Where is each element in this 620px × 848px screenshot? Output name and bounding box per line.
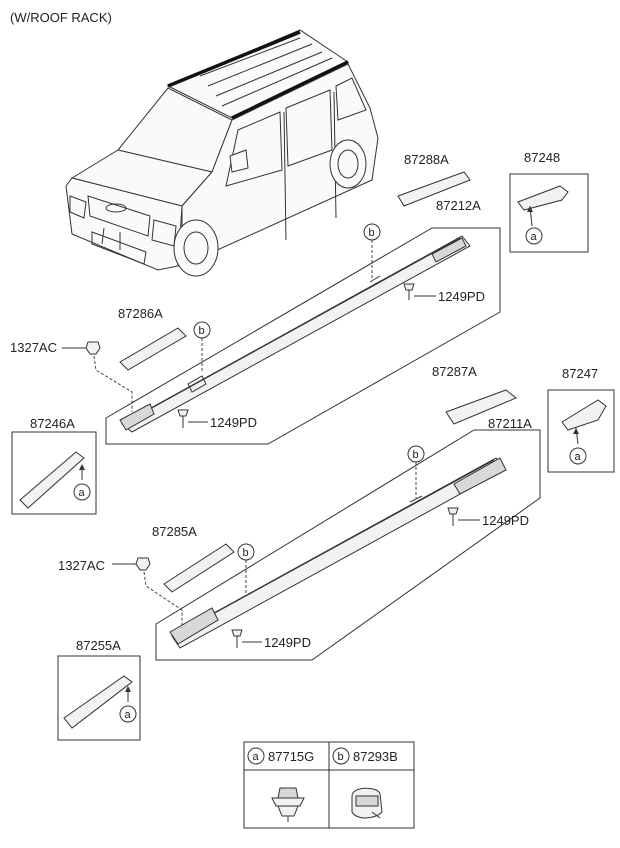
legend-part-a: 87715G bbox=[268, 749, 314, 764]
rail-assembly-box-upper bbox=[105, 227, 501, 445]
rail-cover-87285A bbox=[163, 543, 235, 593]
rail-cover-87288A bbox=[397, 171, 471, 207]
bolt-1249PD-4 bbox=[231, 629, 243, 648]
rail-cover-87286A bbox=[119, 327, 187, 371]
label-1327AC-2: 1327AC bbox=[58, 558, 105, 573]
callout-box-87248 bbox=[509, 173, 589, 253]
bolt-1249PD-2 bbox=[177, 409, 189, 428]
end-cap-87255A bbox=[63, 675, 133, 729]
marker-b-lower-right-letter: b bbox=[413, 449, 419, 461]
label-87286A: 87286A bbox=[118, 306, 163, 321]
nut-1327AC-1 bbox=[85, 341, 101, 355]
end-cap-87247 bbox=[561, 399, 607, 431]
label-1249PD-3: 1249PD bbox=[482, 513, 529, 528]
legend-marker-a bbox=[247, 747, 265, 765]
label-87285A: 87285A bbox=[152, 524, 197, 539]
label-87288A: 87288A bbox=[404, 152, 449, 167]
marker-a-87246A-letter: a bbox=[79, 487, 86, 499]
marker-a-87246A bbox=[73, 483, 91, 501]
label-87255A: 87255A bbox=[76, 638, 121, 653]
label-87247: 87247 bbox=[562, 366, 598, 381]
callout-box-87246A bbox=[11, 431, 97, 515]
marker-a-87247-letter: a bbox=[575, 451, 582, 463]
legend-part-b: 87293B bbox=[353, 749, 398, 764]
label-1249PD-1: 1249PD bbox=[438, 289, 485, 304]
roof-rail-upper bbox=[119, 235, 471, 433]
marker-a-87255A bbox=[119, 705, 137, 723]
legend-marker-b bbox=[332, 747, 350, 765]
label-1327AC-1: 1327AC bbox=[10, 340, 57, 355]
marker-a-87248 bbox=[525, 227, 543, 245]
bolt-1249PD-3 bbox=[447, 507, 459, 526]
legend-marker-b-letter: b bbox=[338, 751, 344, 763]
label-87248: 87248 bbox=[524, 150, 560, 165]
callout-box-87255A bbox=[57, 655, 141, 741]
label-87212A: 87212A bbox=[436, 198, 481, 213]
callout-box-87247 bbox=[547, 389, 615, 473]
marker-a-87247 bbox=[569, 447, 587, 465]
label-87211A: 87211A bbox=[488, 416, 532, 431]
rail-cover-87287A bbox=[445, 389, 517, 425]
label-1249PD-4: 1249PD bbox=[264, 635, 311, 650]
bolt-1249PD-1 bbox=[403, 283, 415, 300]
diagram-title: (W/ROOF RACK) bbox=[10, 10, 112, 25]
marker-b-upper-left-letter: b bbox=[199, 325, 205, 337]
nut-1327AC-2 bbox=[135, 557, 151, 571]
legend-marker-a-letter: a bbox=[253, 751, 260, 763]
marker-a-87248-letter: a bbox=[531, 231, 538, 243]
legend-table: a 87715G b 87293B bbox=[243, 741, 415, 829]
marker-b-lower-left-letter: b bbox=[243, 547, 249, 559]
marker-b-upper-right-letter: b bbox=[369, 227, 375, 239]
rail-assembly-box-lower bbox=[155, 429, 541, 661]
roof-rail-lower bbox=[169, 457, 507, 649]
label-1249PD-2: 1249PD bbox=[210, 415, 257, 430]
cap-icon bbox=[351, 787, 383, 819]
marker-a-87255A-letter: a bbox=[125, 709, 132, 721]
end-cap-87248 bbox=[517, 185, 569, 211]
car-illustration bbox=[65, 29, 379, 277]
clip-icon bbox=[271, 787, 305, 822]
end-cap-87246A bbox=[19, 451, 85, 509]
label-87246A: 87246A bbox=[30, 416, 75, 431]
label-87287A: 87287A bbox=[432, 364, 477, 379]
